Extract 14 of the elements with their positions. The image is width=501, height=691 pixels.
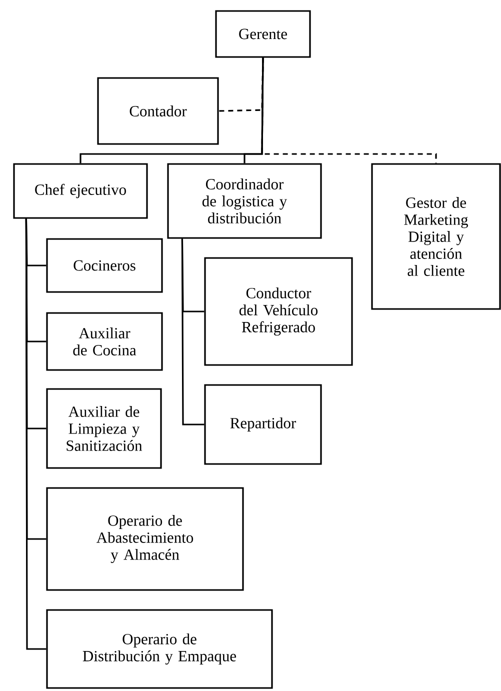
role-box: Auxiliar de Cocina <box>46 312 163 371</box>
role-box: Chef ejecutivo <box>13 163 148 219</box>
role-box: Coordinador de logistica y distribución <box>167 163 322 239</box>
role-box: Conductor del Vehículo Refrigerado <box>204 257 353 366</box>
role-box: Operario de Distribución y Empaque <box>46 609 273 689</box>
role-box: Auxiliar de Limpieza y Sanitización <box>46 388 162 469</box>
role-box: Cocineros <box>46 238 163 293</box>
connector <box>181 238 204 426</box>
role-box: Operario de Abastecimiento y Almacén <box>46 487 244 591</box>
role-box: Gestor de Marketing Digital y atención al cliente <box>371 163 501 310</box>
role-box: Gerente <box>215 10 311 58</box>
role-box: Contador <box>97 77 219 145</box>
connector <box>25 218 46 650</box>
role-box: Repartidor <box>204 384 322 465</box>
